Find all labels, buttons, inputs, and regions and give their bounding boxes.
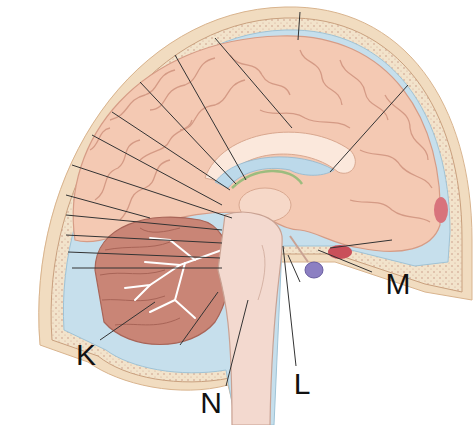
leader-line	[100, 302, 155, 340]
leader-line	[226, 300, 248, 386]
callout-letter: K	[74, 340, 98, 370]
leader-line	[318, 250, 372, 272]
callout-letter: L	[292, 369, 313, 399]
callout-letter: N	[198, 388, 224, 418]
leader-line	[283, 246, 296, 366]
callout-letter: M	[384, 269, 413, 299]
